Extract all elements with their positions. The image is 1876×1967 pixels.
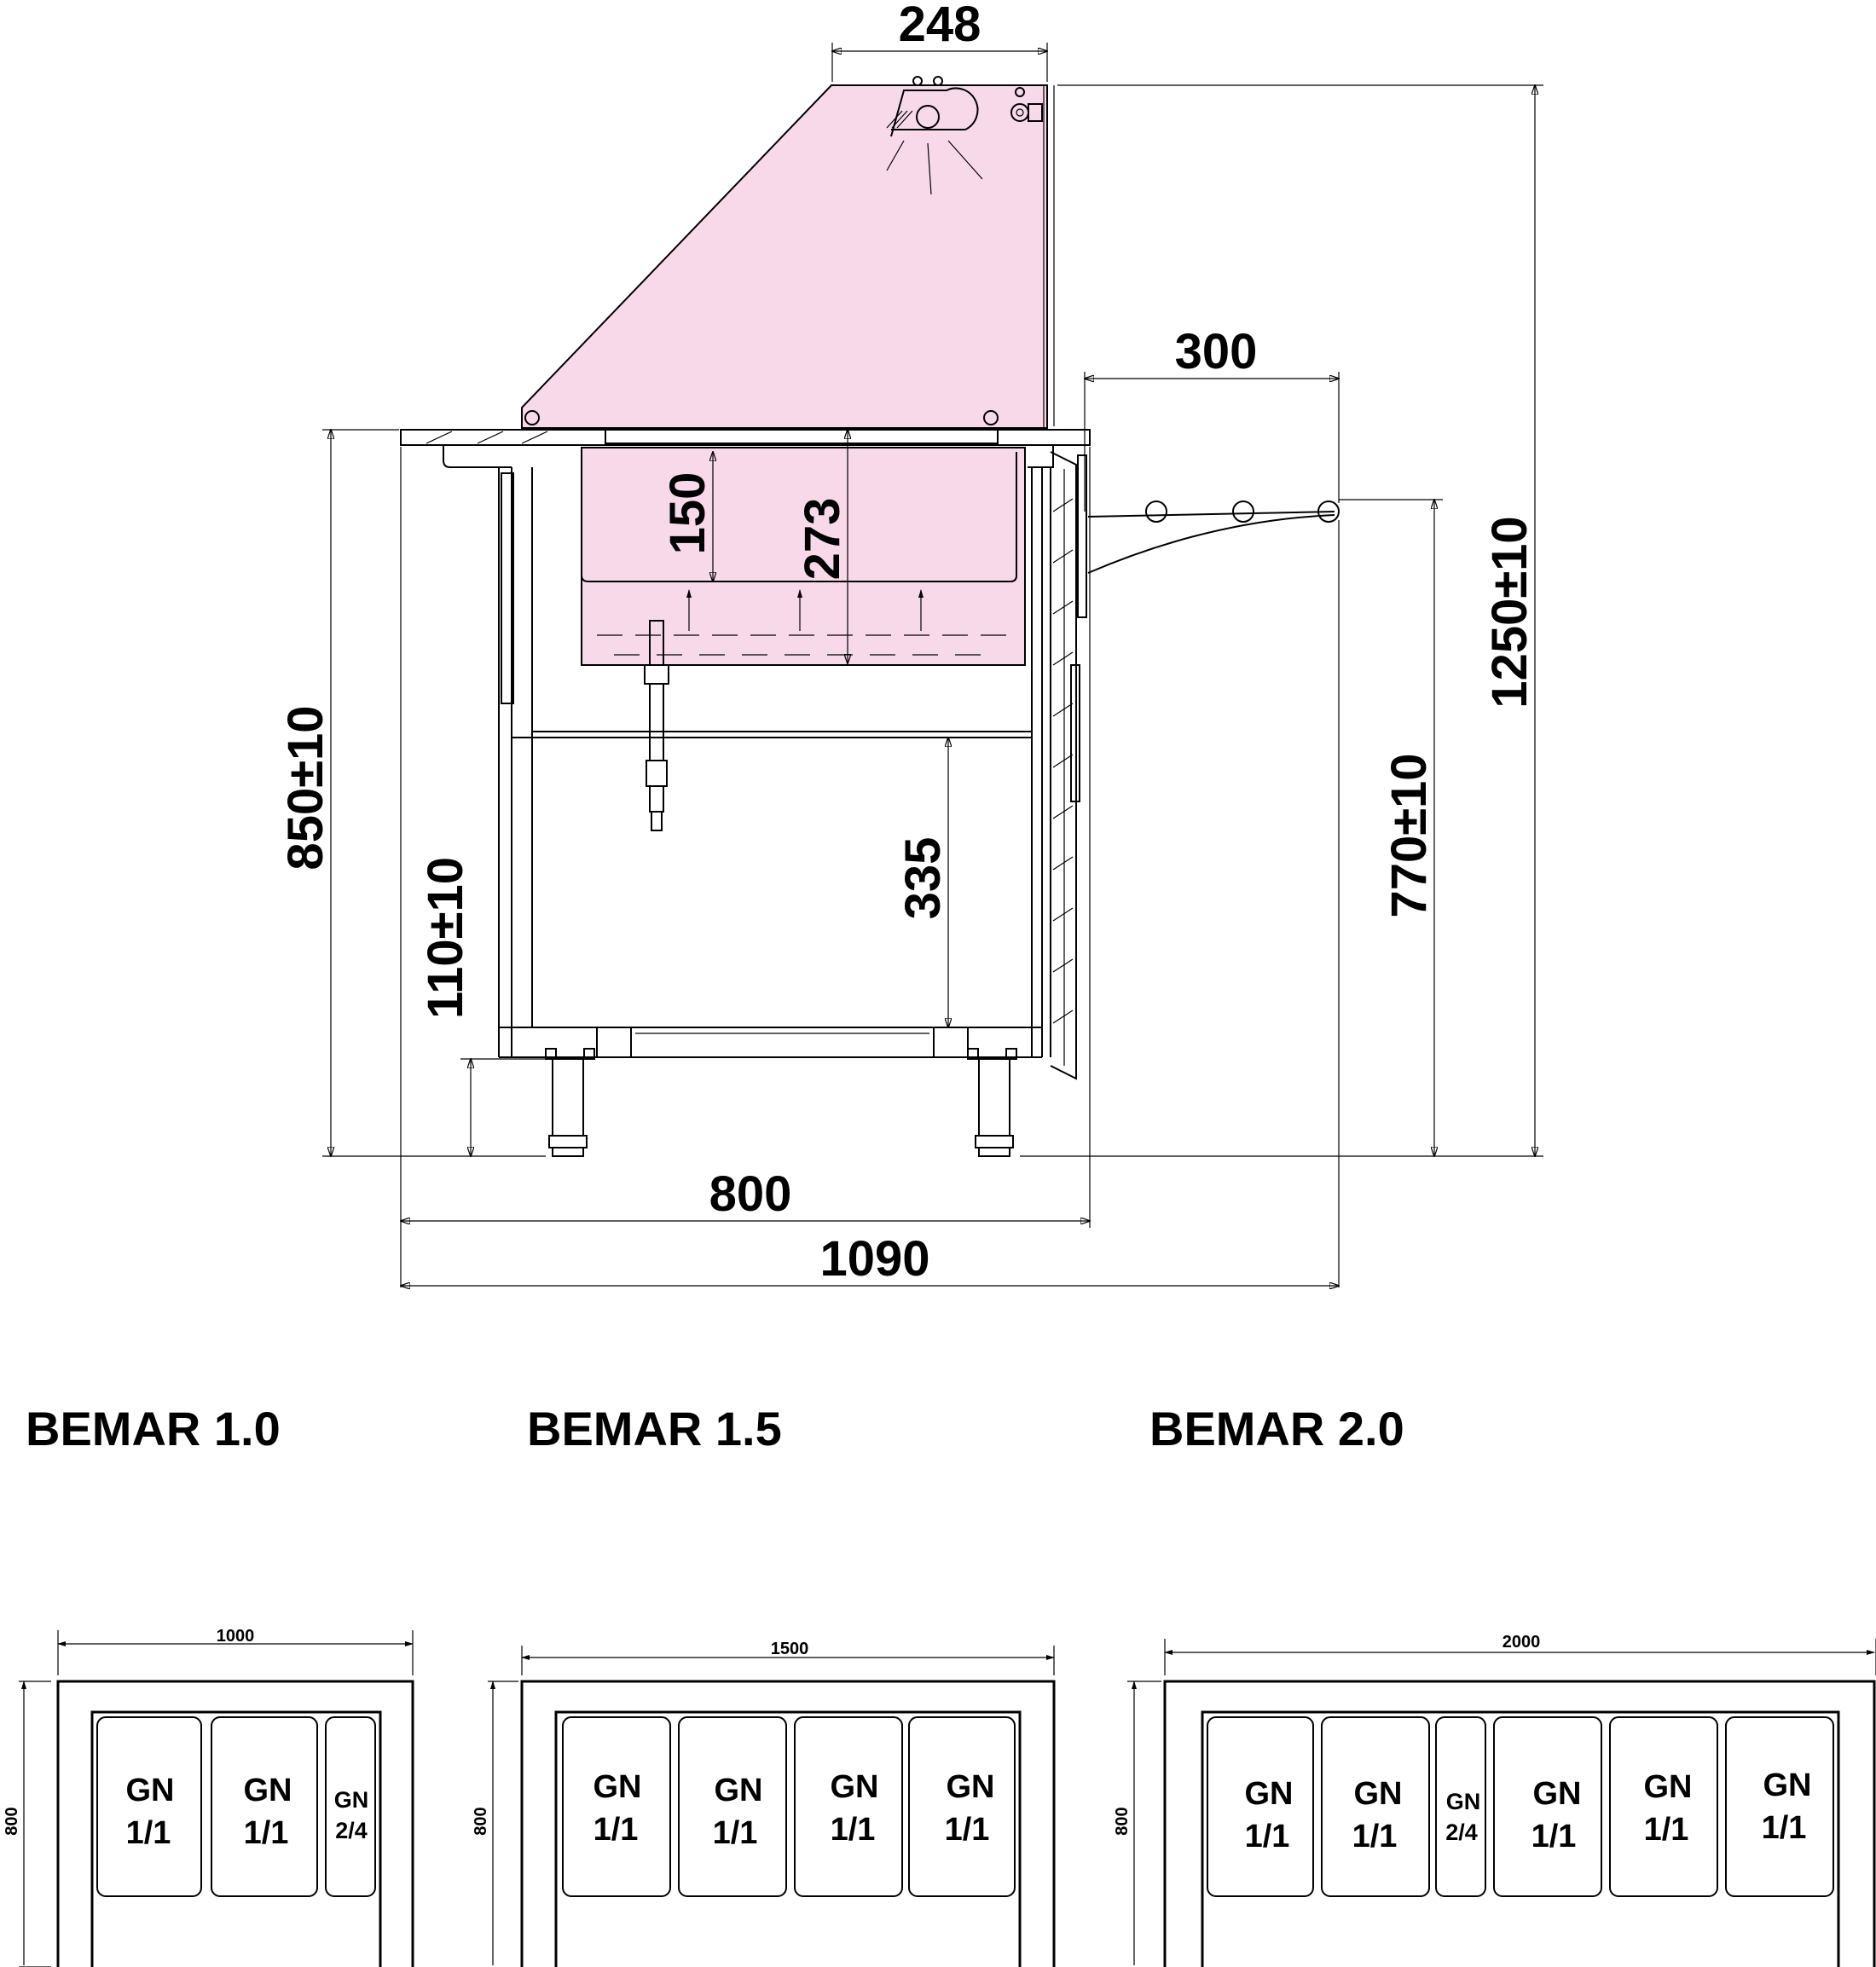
tray-shelf (1087, 500, 1340, 574)
pan-label: 1/1 (1531, 1819, 1577, 1854)
depth-dim: 800 (3, 1807, 21, 1835)
model-title-3: BEMAR 2.0 (1149, 1402, 1404, 1455)
pan-label: 1/1 (831, 1812, 876, 1848)
depth-dim: 800 (1113, 1807, 1132, 1835)
pan-label: 1/1 (1245, 1819, 1290, 1854)
drain-valve-icon (644, 620, 669, 831)
pan-label: GN (593, 1769, 642, 1805)
pan-label: 1/1 (1762, 1810, 1807, 1846)
dim-leg-height: 110±10 (418, 857, 473, 1019)
dimension-lines (322, 43, 1543, 1287)
pan-label: GN (334, 1787, 369, 1813)
top-view-bemar-1-5: 1500 800 GN 1/1 GN 1/1 GN 1/1 GN 1/1 (472, 1640, 1056, 1967)
pan-label: 2/4 (335, 1818, 368, 1843)
legs (548, 1058, 1014, 1157)
dim-shelf-depth: 300 (1175, 324, 1258, 379)
side-view: 248 300 1250±10 770±10 850±10 110±10 150… (278, 0, 1543, 1287)
sneeze-guard-glass (521, 84, 1048, 429)
lamp-icon (886, 76, 983, 195)
pan-label: 1/1 (1352, 1819, 1398, 1854)
pan-label: GN (1644, 1769, 1693, 1805)
pan-label: 2/4 (1445, 1819, 1478, 1845)
pan-label: GN (1446, 1789, 1481, 1814)
model-title-2: BEMAR 1.5 (527, 1402, 782, 1455)
cabinet-frame (498, 451, 1087, 1080)
pan-label: 1/1 (244, 1815, 289, 1851)
dim-overall-depth: 1090 (819, 1231, 929, 1287)
depth-dim: 800 (472, 1807, 490, 1835)
pan-label: GN (126, 1773, 175, 1808)
pan-label: 1/1 (713, 1815, 758, 1851)
pan-label: GN (1763, 1767, 1812, 1803)
dim-total-height: 1250±10 (1482, 516, 1537, 708)
pan-label: GN (1245, 1776, 1294, 1812)
dim-shelf-height: 770±10 (1381, 753, 1437, 917)
width-dim: 1000 (217, 1627, 255, 1646)
dim-tank-depth: 273 (795, 498, 850, 581)
pan-label: GN (244, 1773, 292, 1808)
pan-label: GN (1533, 1776, 1582, 1812)
pan-label: 1/1 (126, 1815, 171, 1851)
top-view-bemar-2-0: 2000 800 GN 1/1 GN 1/1 GN 2/4 GN 1/1 GN … (1113, 1633, 1876, 1967)
dim-pan-depth: 150 (660, 472, 715, 555)
dim-top-width: 248 (899, 0, 981, 52)
water-tank (581, 447, 1026, 666)
top-view-bemar-1-0: 1000 800 GN 1/1 GN 1/1 GN 2/4 (3, 1627, 414, 1967)
pan-label: 1/1 (1644, 1812, 1689, 1848)
width-dim: 1500 (771, 1640, 809, 1658)
pan-label: GN (1354, 1776, 1403, 1812)
width-dim: 2000 (1503, 1633, 1541, 1652)
pan-label: GN (715, 1773, 763, 1808)
switch-icon (1010, 87, 1043, 122)
pan-label: GN (947, 1769, 995, 1805)
pan-label: GN (831, 1769, 879, 1805)
model-title-1: BEMAR 1.0 (26, 1402, 281, 1455)
dim-cabinet-clearance: 335 (895, 837, 951, 920)
pan-label: 1/1 (945, 1812, 990, 1848)
dim-counter-height: 850±10 (278, 705, 333, 870)
pan-label: 1/1 (593, 1812, 639, 1848)
dim-body-depth: 800 (709, 1166, 792, 1222)
